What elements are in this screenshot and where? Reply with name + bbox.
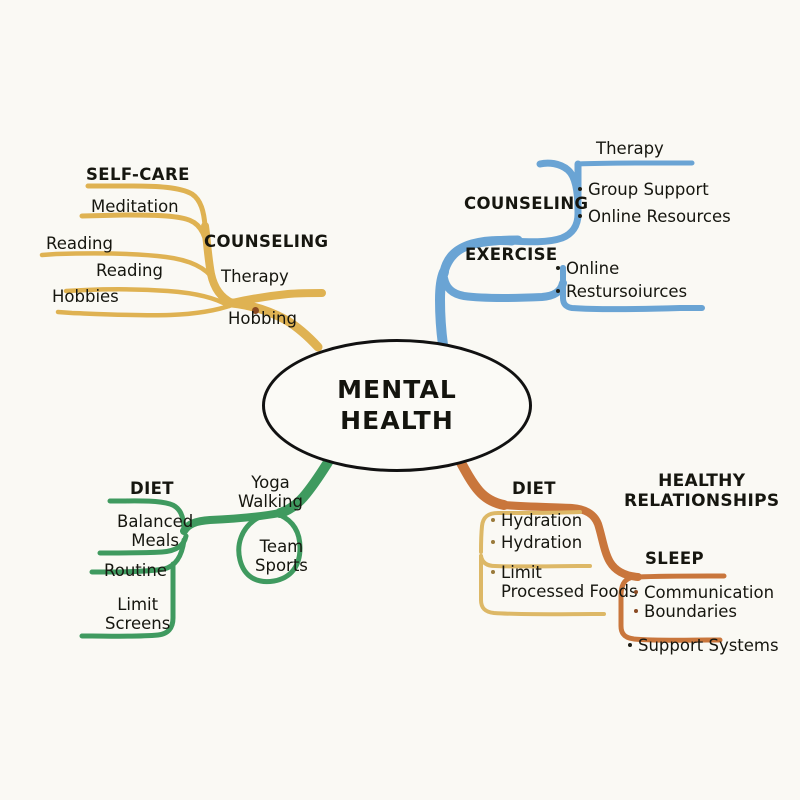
- branch-diet-activity: [79, 454, 335, 639]
- bullet-label: Hydration: [501, 533, 583, 552]
- green-team-sports-loop: [236, 511, 303, 585]
- gold-line-meditation: [79, 212, 210, 251]
- leaf-therapy-right[interactable]: Therapy: [596, 139, 664, 158]
- leaf-hobbing[interactable]: Hobbing: [228, 309, 297, 328]
- orange-line-sleep: [635, 573, 727, 580]
- heading-exercise[interactable]: EXERCISE: [465, 245, 558, 264]
- bullet-label: Communication: [644, 583, 775, 602]
- bullet-dot-icon: [491, 540, 495, 544]
- heading-healthy-relationships[interactable]: HEALTHY RELATIONSHIPS: [624, 471, 780, 512]
- blue-counseling-bracket: [508, 160, 582, 246]
- leaf-reading-lower[interactable]: Reading: [96, 261, 163, 280]
- heading-diet-left[interactable]: DIET: [130, 479, 174, 498]
- branch-self-care: [39, 183, 326, 352]
- gold-branch-node-dot: [252, 307, 259, 314]
- center-node[interactable]: MENTAL HEALTH: [262, 339, 532, 472]
- bullet-group-support[interactable]: Group Support: [578, 180, 709, 199]
- bullet-communication[interactable]: Communication: [634, 583, 774, 602]
- page-title: MENTAL HEALTH: [337, 375, 457, 435]
- bullet-label: Online: [566, 259, 620, 278]
- bullet-dot-icon: [634, 609, 638, 613]
- green-line-diet: [107, 498, 187, 534]
- branch-counseling-exercise: [434, 159, 705, 350]
- blue-counseling-link: [439, 235, 517, 277]
- leaf-therapy-left[interactable]: Therapy: [221, 267, 289, 286]
- bullet-label: Support Systems: [638, 636, 779, 655]
- blue-line-therapy: [575, 160, 695, 167]
- bullet-restursoiurces[interactable]: Restursoiurces: [556, 282, 687, 301]
- bullet-label: Boundaries: [644, 602, 738, 621]
- bullet-label: Limit Processed Foods: [501, 563, 638, 601]
- bullet-boundaries[interactable]: Boundaries: [634, 602, 737, 621]
- gold-limit-foods-box: [479, 554, 606, 617]
- gold-line-reading-lower: [63, 287, 232, 309]
- heading-self-care[interactable]: SELF-CARE: [86, 165, 190, 184]
- bullet-dot-icon: [634, 590, 638, 594]
- orange-diet-spine: [500, 501, 642, 581]
- gold-line-reading-upper: [39, 251, 217, 283]
- bullet-dot-icon: [556, 266, 560, 270]
- leaf-team-sports[interactable]: Team Sports: [255, 537, 308, 575]
- green-trunk: [275, 454, 335, 518]
- gold-hydration-box: [479, 510, 582, 554]
- gold-trunk: [227, 298, 323, 352]
- bullet-label: Online Resources: [588, 207, 731, 226]
- bullet-dot-icon: [491, 518, 495, 522]
- bullet-dot-icon: [556, 289, 560, 293]
- heading-diet-right[interactable]: DIET: [512, 479, 556, 498]
- bullet-limit-processed-foods[interactable]: Limit Processed Foods: [491, 563, 638, 602]
- bullet-dot-icon: [578, 214, 582, 218]
- heading-counseling-right[interactable]: COUNSELING: [464, 194, 589, 213]
- bullet-online[interactable]: Online: [556, 259, 619, 278]
- gold-line-hobbies: [55, 302, 235, 318]
- bullet-support-systems[interactable]: Support Systems: [628, 636, 779, 655]
- heading-sleep[interactable]: SLEEP: [645, 549, 705, 568]
- heading-counseling-left[interactable]: COUNSELING: [204, 232, 329, 251]
- bullet-dot-icon: [491, 570, 495, 574]
- leaf-reading-upper[interactable]: Reading: [46, 234, 113, 253]
- blue-line-exercise: [440, 274, 567, 302]
- leaf-balanced-meals[interactable]: Balanced Meals: [117, 512, 194, 550]
- bullet-dot-icon: [578, 187, 582, 191]
- orange-trunk: [454, 454, 509, 510]
- bullet-dot-icon: [628, 643, 632, 647]
- branch-healthy-relationships: [454, 454, 727, 643]
- bullet-hydration-1[interactable]: Hydration: [491, 511, 582, 530]
- leaf-hobbies[interactable]: Hobbies: [52, 287, 119, 306]
- leaf-routine[interactable]: Routine: [104, 561, 167, 580]
- gold-hydration-divider: [479, 554, 592, 569]
- bullet-hydration-2[interactable]: Hydration: [491, 533, 582, 552]
- bullet-label: Hydration: [501, 511, 583, 530]
- leaf-limit-screens[interactable]: Limit Screens: [105, 595, 171, 633]
- green-line-limit-screens: [79, 561, 176, 639]
- green-line-routine: [89, 537, 187, 575]
- leaf-yoga-walking[interactable]: Yoga Walking: [238, 473, 304, 511]
- leaf-meditation[interactable]: Meditation: [91, 197, 179, 216]
- bullet-label: Restursoiurces: [566, 282, 688, 301]
- bullet-online-resources[interactable]: Online Resources: [578, 207, 731, 226]
- gold-therapy-spur: [228, 289, 326, 307]
- orange-sleep-bracket: [618, 575, 723, 643]
- gold-line-self-care: [85, 183, 208, 229]
- bullet-label: Group Support: [588, 180, 709, 199]
